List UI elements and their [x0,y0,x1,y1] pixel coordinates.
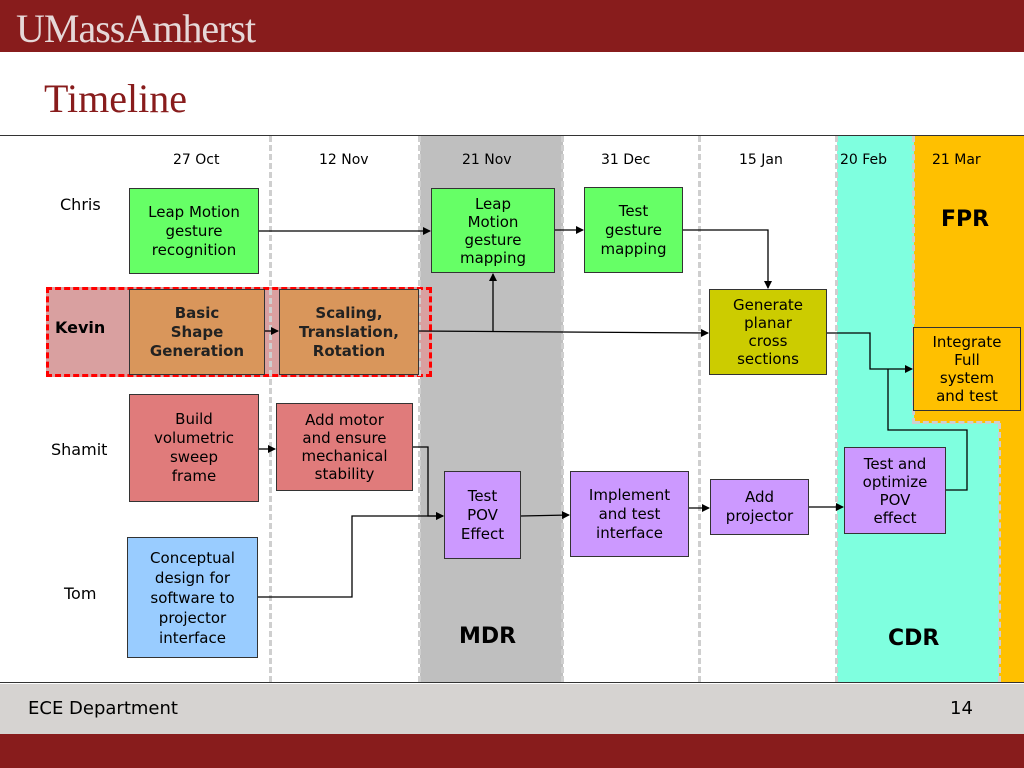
column-divider [418,136,421,682]
footer-department: ECE Department [28,698,178,719]
person-shamit: Shamit [51,440,108,459]
column-divider [269,136,272,682]
footer-bar [0,684,1024,734]
date-label: 31 Dec [601,152,651,168]
page-number: 14 [950,698,973,719]
slide-title: Timeline [44,76,187,121]
column-divider [998,423,1001,682]
arrow [258,512,444,598]
fpr-band-lower [999,423,1024,682]
milestone-fpr: FPR [941,207,990,232]
milestone-cdr: CDR [888,626,940,651]
header-bar [0,0,1024,52]
date-label: 21 Nov [462,152,512,168]
date-label: 15 Jan [739,152,783,168]
milestone-mdr: MDR [459,624,517,649]
column-divider [698,136,701,682]
fpr-boundary [914,421,1000,424]
diagram-bottom-line [0,682,1024,683]
arrow [683,229,772,289]
column-divider [561,136,564,682]
logo: UMassAmherst [16,6,256,51]
date-label: 12 Nov [319,152,369,168]
date-label: 21 Mar [932,152,981,168]
date-label: 20 Feb [840,152,888,168]
person-kevin: Kevin [55,318,106,337]
person-tom: Tom [64,584,97,603]
column-divider [912,136,915,424]
person-chris: Chris [60,195,101,214]
date-label: 27 Oct [173,152,220,168]
task-scaling: Scaling,Translation,Rotation [279,289,419,375]
bottom-bar [0,734,1024,768]
column-divider [835,136,838,682]
diagram-top-line [0,135,1024,136]
